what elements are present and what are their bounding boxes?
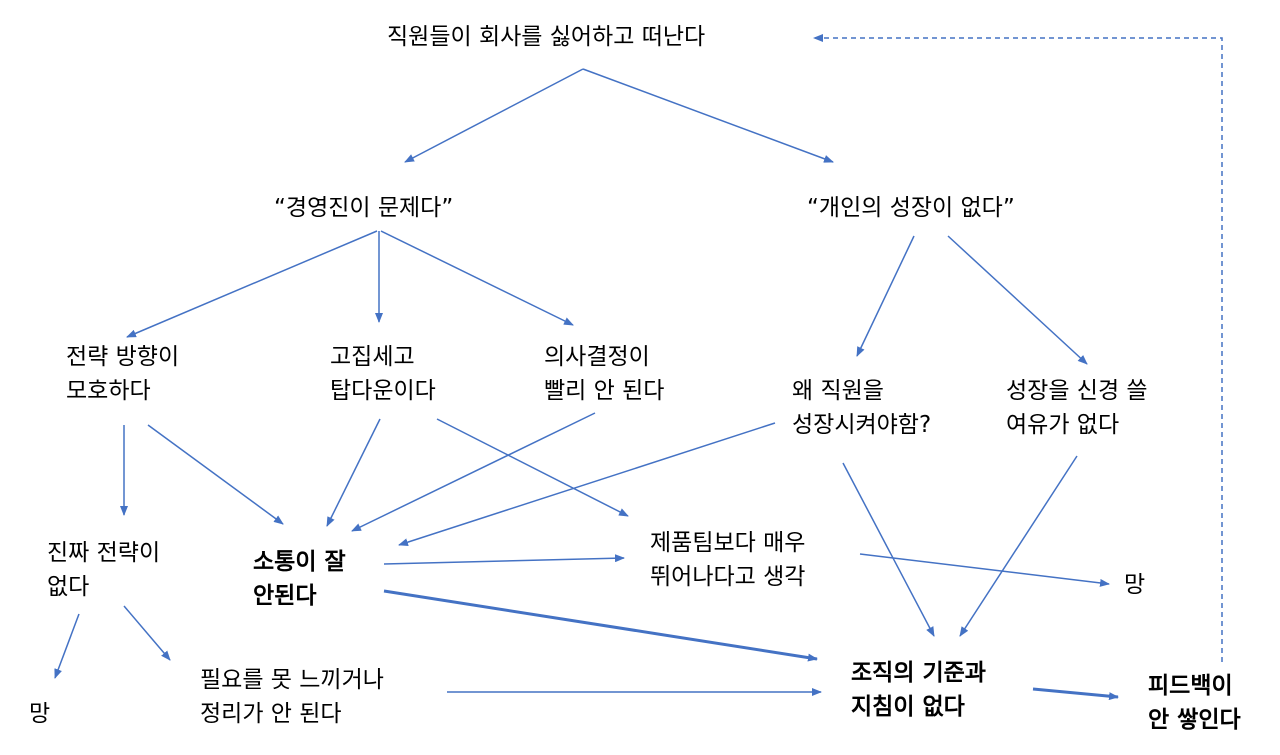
arrow-whygrow-to-communication [398, 422, 776, 547]
node-stubborn-line-1: 고집세고 [330, 344, 415, 370]
node-management: “경영진이 문제다” [274, 191, 453, 225]
node-product-team-line-2: 뛰어나다고 생각 [650, 564, 806, 590]
node-stubborn-line-2: 탑다운이다 [330, 378, 436, 404]
arrow-top-to-management [404, 68, 584, 163]
node-product-team-line-1: 제품팀보다 매우 [650, 530, 806, 556]
node-why-grow: 왜 직원을 성장시켜야함? [792, 374, 931, 442]
arrow-nostrategy-to-noneed [123, 605, 171, 661]
node-no-need-line-2: 정리가 안 된다 [200, 701, 342, 727]
node-strategy-vague-line-1: 전략 방향이 [66, 344, 180, 370]
node-decision-slow: 의사결정이 빨리 안 된다 [544, 340, 664, 408]
arrow-growth-to-noroom [947, 235, 1088, 365]
arrow-management-to-strategy [126, 230, 378, 338]
node-why-grow-line-2: 성장시켜야함? [792, 412, 932, 438]
arrow-product-to-ruin [859, 553, 1110, 587]
node-management-line-1: “경영진이 문제다” [274, 195, 454, 221]
node-strategy-vague-line-2: 모호하다 [66, 378, 151, 404]
node-no-room-line-2: 여유가 없다 [1006, 412, 1120, 438]
node-decision-slow-line-2: 빨리 안 된다 [544, 378, 665, 404]
node-growth: “개인의 성장이 없다” [807, 191, 1015, 225]
node-stubborn: 고집세고 탑다운이다 [330, 340, 436, 408]
node-no-strategy: 진짜 전략이 없다 [47, 536, 160, 604]
node-ruin-right: 망 [1124, 568, 1145, 602]
arrow-criteria-to-feedback [1032, 687, 1119, 701]
node-no-room-line-1: 성장을 신경 쓸 [1006, 378, 1148, 404]
node-no-criteria: 조직의 기준과 지침이 없다 [851, 656, 986, 724]
node-no-feedback: 피드백이 안 쌓인다 [1148, 669, 1241, 737]
node-top: 직원들이 회사를 싫어하고 떠난다 [387, 20, 705, 54]
node-communication-line-1: 소통이 잘 [253, 549, 346, 575]
arrow-feedback-to-top [813, 34, 1223, 662]
node-no-need: 필요를 못 느끼거나 정리가 안 된다 [200, 663, 384, 731]
node-no-criteria-line-2: 지침이 없다 [851, 694, 965, 720]
node-strategy-vague: 전략 방향이 모호하다 [66, 340, 179, 408]
node-no-feedback-line-2: 안 쌓인다 [1148, 707, 1241, 733]
node-ruin-right-line-1: 망 [1124, 572, 1146, 598]
arrow-communication-to-criteria [383, 589, 818, 662]
arrow-nostrategy-to-ruin [54, 613, 80, 679]
node-no-need-line-1: 필요를 못 느끼거나 [200, 667, 384, 693]
node-no-room: 성장을 신경 쓸 여유가 없다 [1006, 374, 1148, 442]
node-no-criteria-line-1: 조직의 기준과 [851, 660, 986, 686]
arrow-stubborn-to-product [436, 418, 629, 517]
arrow-stubborn-to-communication [326, 418, 381, 527]
node-communication-line-2: 안된다 [253, 583, 317, 609]
node-product-team: 제품팀보다 매우 뛰어나다고 생각 [650, 526, 805, 594]
arrow-management-to-decision [380, 230, 574, 326]
arrow-growth-to-whygrow [856, 235, 915, 357]
arrow-strategy-to-communication [147, 424, 284, 525]
node-decision-slow-line-1: 의사결정이 [544, 344, 650, 370]
arrow-communication-to-product [383, 554, 625, 565]
arrow-whygrow-to-criteria [842, 462, 935, 637]
node-communication: 소통이 잘 안된다 [253, 545, 346, 613]
node-no-strategy-line-1: 진짜 전략이 [47, 540, 161, 566]
arrow-decision-to-communication [351, 412, 596, 532]
node-no-feedback-line-1: 피드백이 [1148, 673, 1233, 699]
arrow-noroom-to-criteria [959, 455, 1078, 637]
node-growth-line-1: “개인의 성장이 없다” [807, 195, 1015, 221]
node-why-grow-line-1: 왜 직원을 [792, 378, 884, 404]
node-ruin-left-line-1: 망 [29, 701, 51, 727]
arrow-top-to-growth [582, 68, 834, 163]
node-top-line-1: 직원들이 회사를 싫어하고 떠난다 [387, 24, 706, 50]
node-no-strategy-line-2: 없다 [47, 574, 90, 600]
node-ruin-left: 망 [29, 697, 50, 731]
